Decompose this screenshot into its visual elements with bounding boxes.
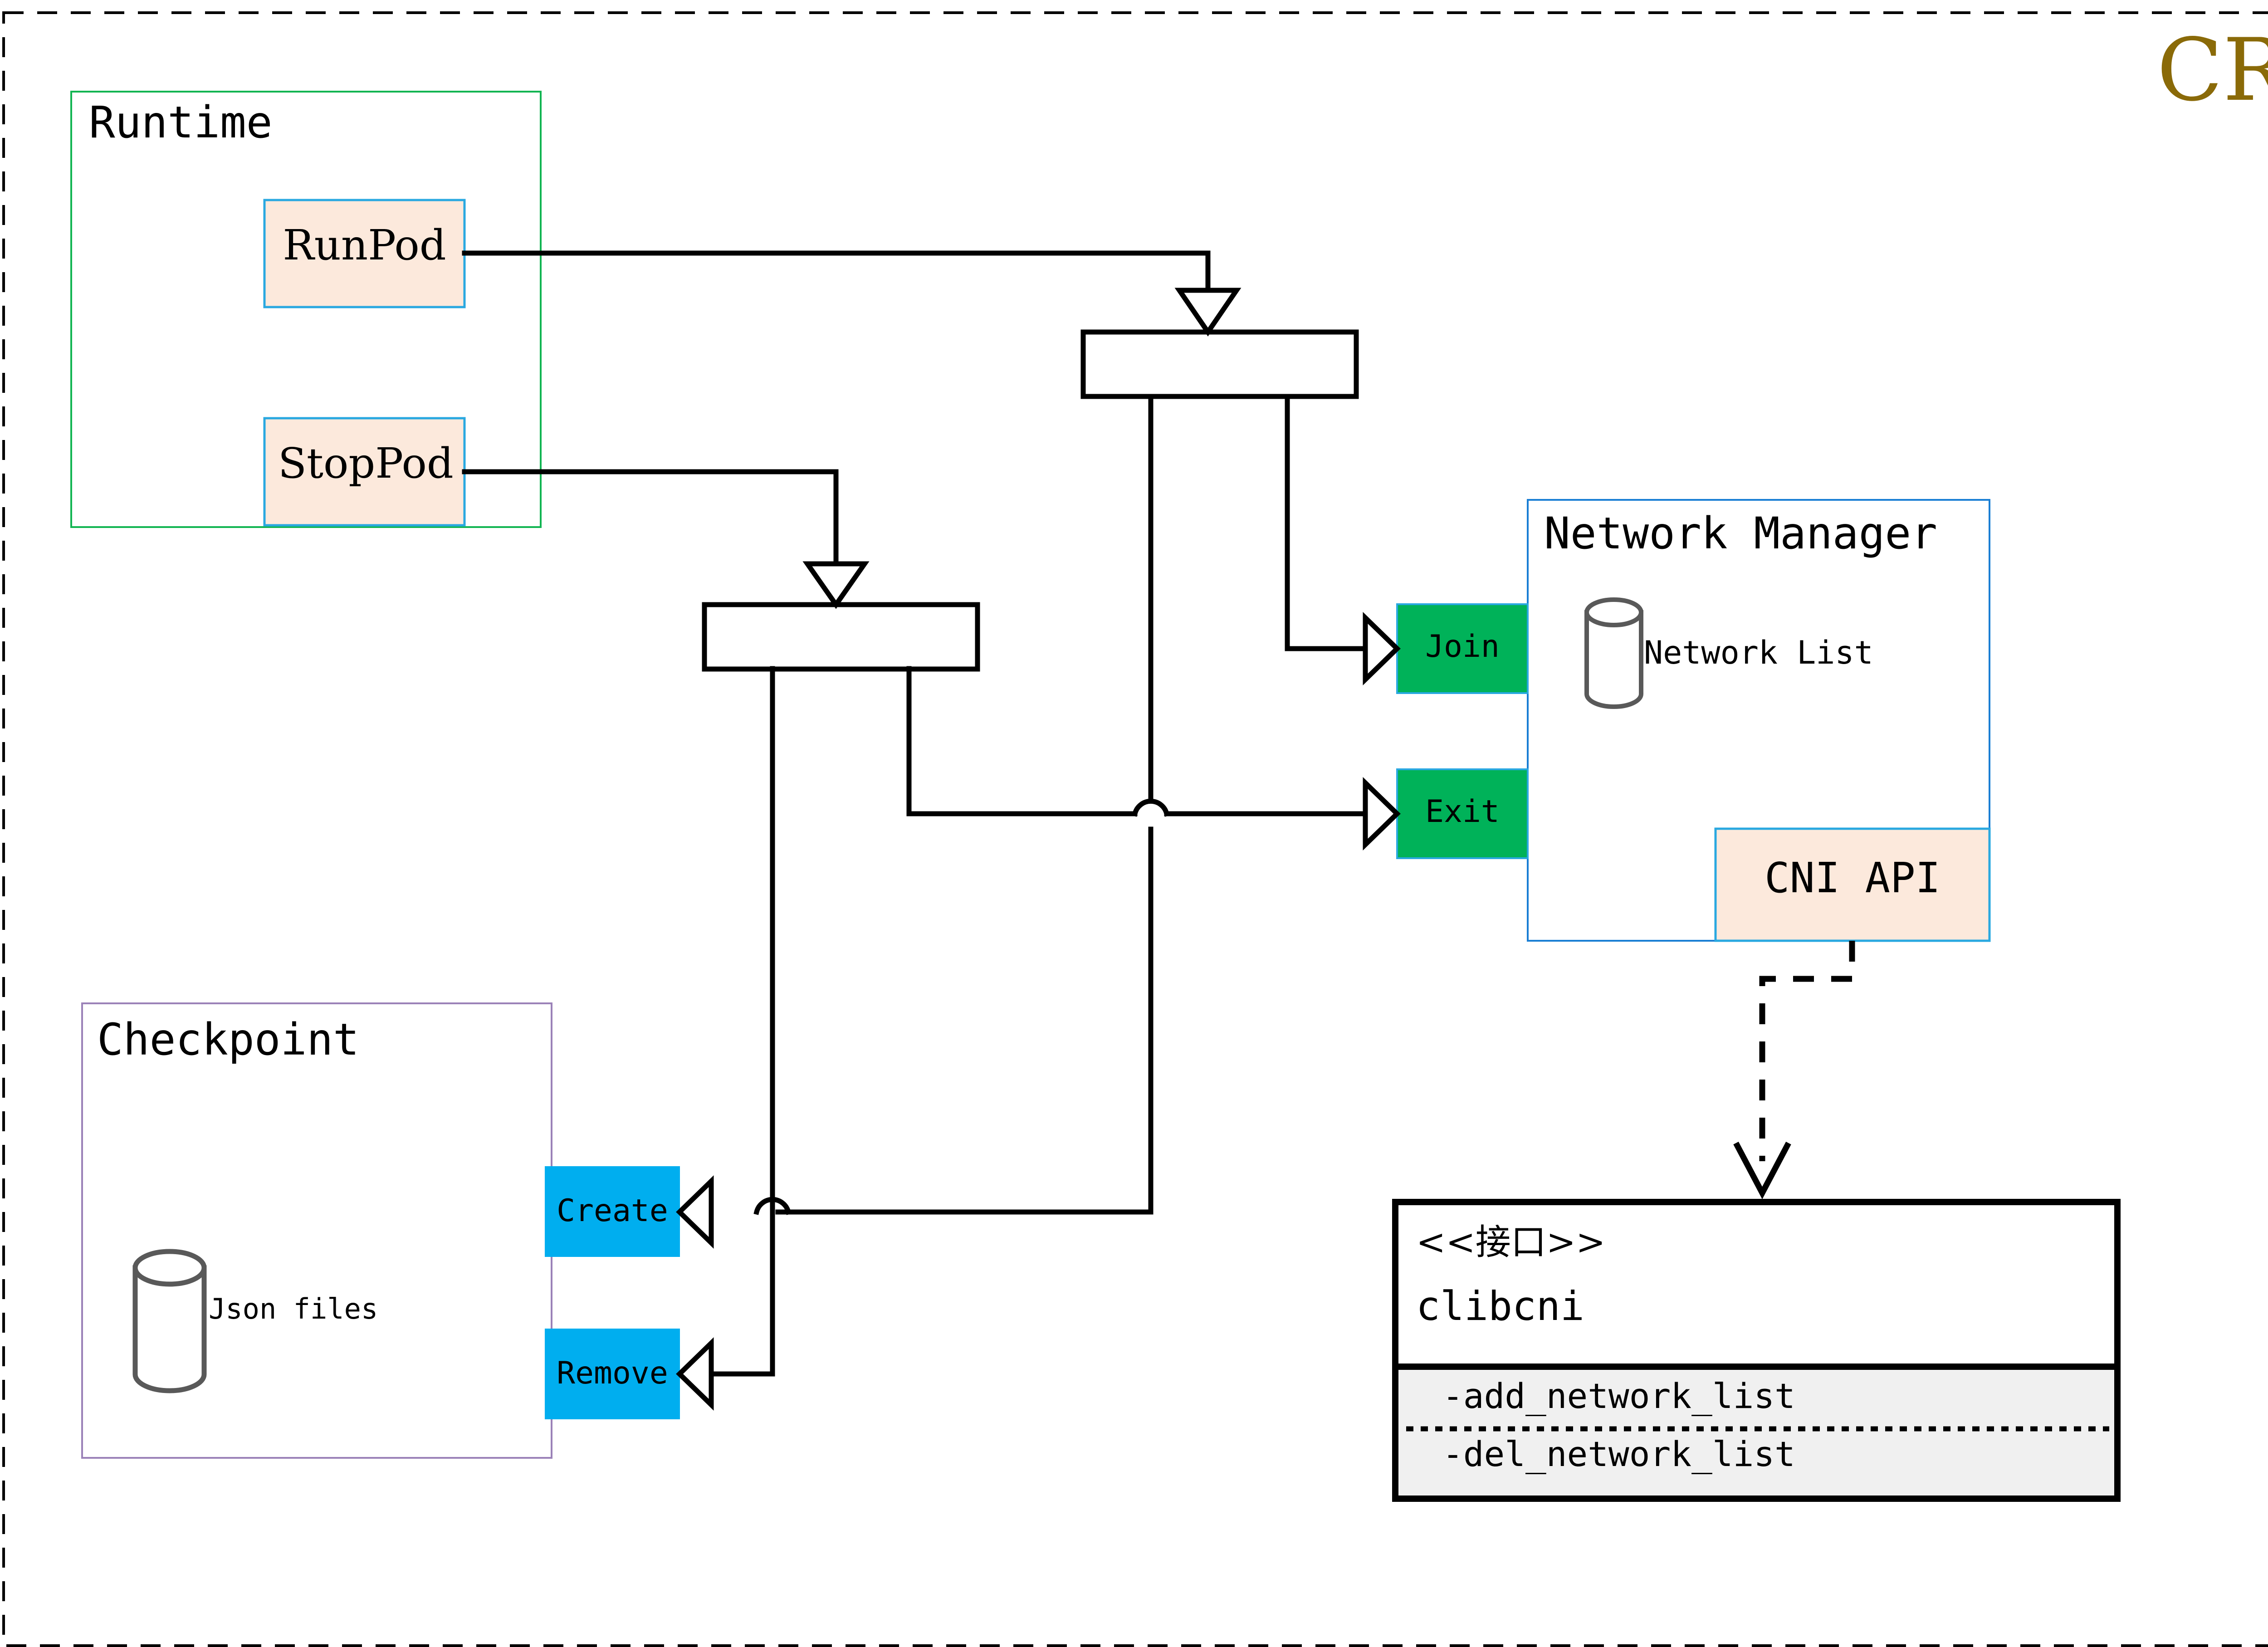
- runtime-group-label: Runtime: [89, 97, 273, 148]
- diagram-title: CRI: [2157, 20, 2268, 120]
- outer-dashed-frame: [2, 11, 2268, 1647]
- arrowhead-into-create: [676, 1175, 714, 1249]
- bottom-fork-bar: [702, 602, 980, 672]
- arrowhead-into-exit: [1363, 777, 1401, 851]
- exit-label: Exit: [1425, 794, 1500, 830]
- join-label: Join: [1425, 629, 1500, 665]
- clibcni-method-1: -del_network_list: [1442, 1434, 1795, 1474]
- exit-node[interactable]: [1396, 768, 1529, 859]
- arrowhead-into-bottom-fork: [802, 561, 870, 609]
- edge-cniapi-to-clibcni-dashed: [1759, 941, 1855, 1161]
- runpod-label: RunPod: [283, 221, 446, 269]
- top-fork-bar: [1080, 329, 1359, 399]
- network-list-label: Network List: [1644, 634, 1873, 671]
- remove-node[interactable]: [545, 1329, 680, 1419]
- edge-topfork-right-to-join: [1285, 394, 1368, 651]
- clibcni-stereotype-label: <<接口>>: [1416, 1222, 1606, 1263]
- arrowhead-into-clibcni: [1733, 1141, 1791, 1199]
- checkpoint-group-label: Checkpoint: [97, 1014, 359, 1065]
- stoppod-label: StopPod: [278, 439, 454, 488]
- line-hop-exit-over-create: [1132, 798, 1170, 817]
- edge-runpod-to-topfork: [462, 250, 1211, 293]
- arrowhead-into-top-fork: [1174, 288, 1242, 337]
- arrowhead-into-remove: [676, 1337, 714, 1411]
- json-files-label: Json files: [209, 1292, 378, 1325]
- edge-stoppod-to-bottomfork: [462, 469, 839, 567]
- edge-bottomfork-left-to-remove: [691, 666, 775, 1377]
- edge-topfork-left-to-create: [775, 394, 1154, 1215]
- line-hop-create-over-remove: [753, 1197, 792, 1215]
- create-label: Create: [557, 1193, 668, 1229]
- cni-api-label: CNI API: [1765, 854, 1941, 902]
- cni-api-node[interactable]: [1714, 827, 1991, 942]
- network-manager-group-label: Network Manager: [1544, 508, 1937, 559]
- remove-label: Remove: [557, 1355, 668, 1391]
- clibcni-name-label: clibcni: [1416, 1283, 1584, 1329]
- stoppod-node[interactable]: [263, 417, 466, 527]
- edge-bottomfork-right-to-exit: [906, 666, 1368, 816]
- arrowhead-into-join: [1363, 611, 1401, 686]
- clibcni-method-0: -add_network_list: [1442, 1376, 1795, 1416]
- join-node[interactable]: [1396, 603, 1529, 694]
- network-list-cylinder-icon: [1584, 597, 1643, 709]
- json-files-cylinder-icon: [132, 1249, 207, 1393]
